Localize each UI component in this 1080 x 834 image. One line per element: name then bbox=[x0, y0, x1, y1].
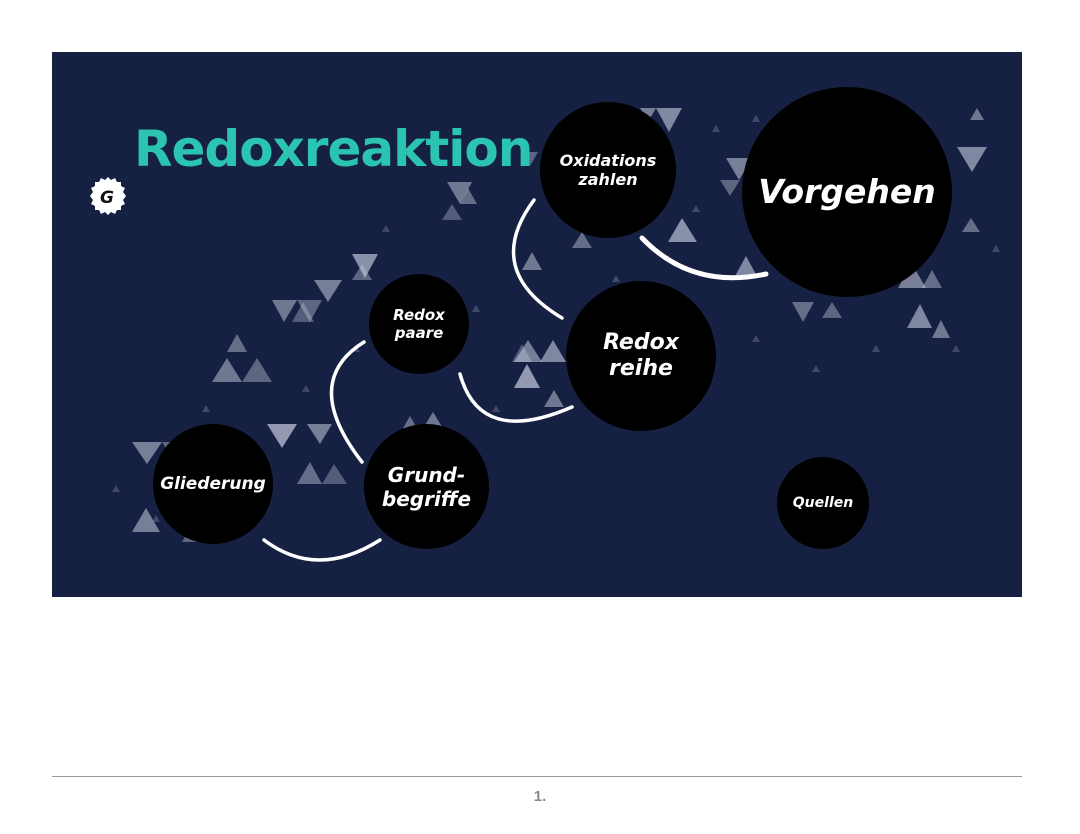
svg-text:G: G bbox=[100, 188, 114, 208]
node-label: Grund- begriffe bbox=[381, 462, 472, 511]
node-vorgehen[interactable]: Vorgehen bbox=[742, 87, 952, 297]
node-label: Quellen bbox=[792, 494, 854, 511]
node-quellen[interactable]: Quellen bbox=[777, 457, 869, 549]
g-logo-badge-icon: G bbox=[90, 177, 126, 215]
node-grundbegriffe[interactable]: Grund- begriffe bbox=[364, 424, 489, 549]
node-label: Gliederung bbox=[160, 473, 266, 494]
page-number: 1. bbox=[533, 788, 547, 805]
node-redox-reihe[interactable]: Redox reihe bbox=[566, 281, 716, 431]
footer-divider bbox=[52, 776, 1022, 777]
node-label: Vorgehen bbox=[758, 172, 936, 212]
presentation-slide: Redoxreaktion G Gliederung Grund- begrif… bbox=[52, 52, 1022, 597]
node-label: Redox reihe bbox=[603, 329, 679, 381]
node-redox-paare[interactable]: Redox paare bbox=[369, 274, 469, 374]
slide-title: Redoxreaktion bbox=[134, 120, 533, 178]
node-label: Redox paare bbox=[393, 306, 445, 342]
node-gliederung[interactable]: Gliederung bbox=[153, 424, 273, 544]
node-label: Oxidations zahlen bbox=[559, 150, 657, 189]
triangle-pattern-background bbox=[112, 108, 1000, 562]
node-oxidationszahlen[interactable]: Oxidations zahlen bbox=[540, 102, 676, 238]
